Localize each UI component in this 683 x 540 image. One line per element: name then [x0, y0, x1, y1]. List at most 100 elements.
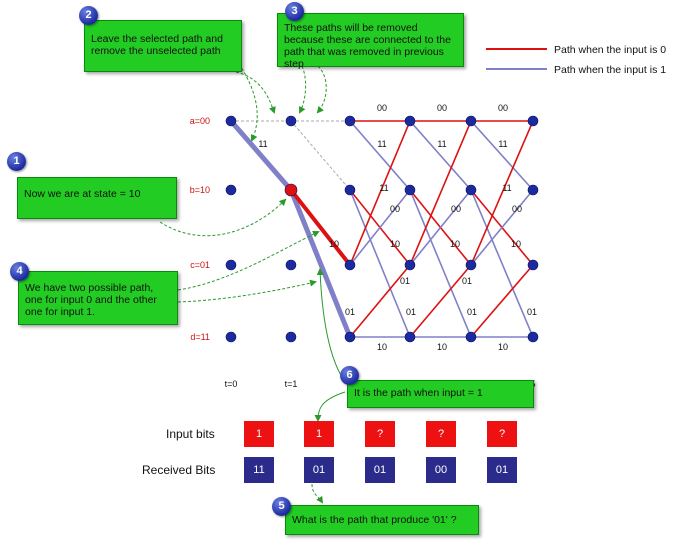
trellis-node — [404, 115, 416, 127]
branch-label: 10 — [377, 342, 387, 352]
branch-label: 11 — [258, 139, 267, 149]
badge-6: 6 — [340, 366, 359, 385]
note-1: Now we are at state = 10 — [17, 177, 177, 219]
state-label: c=01 — [190, 260, 210, 270]
branch-label: 11 — [377, 139, 386, 149]
trellis-node — [344, 184, 356, 196]
trellis-edge — [470, 120, 534, 191]
current-state-node — [284, 183, 298, 197]
received-bits-1: 11 — [244, 457, 274, 483]
note-6-text: It is the path when input = 1 — [354, 387, 483, 399]
note-2-text: Leave the selected path and remove the u… — [91, 33, 223, 57]
trellis-node — [344, 115, 356, 127]
trellis-node — [527, 115, 539, 127]
badge-2: 2 — [79, 6, 98, 25]
input-bit-3: ? — [365, 421, 395, 447]
branch-label: 01 — [400, 276, 410, 286]
input-bit-2: 1 — [304, 421, 334, 447]
callout-arrow-6 — [316, 268, 345, 381]
trellis-edge — [470, 120, 534, 266]
branch-label: 10 — [450, 239, 460, 249]
badge-1: 1 — [7, 152, 26, 171]
note-4-text: We have two possible path, one for input… — [25, 282, 157, 318]
branch-label: 00 — [498, 103, 508, 113]
branch-label: 10 — [329, 239, 339, 249]
note-5: What is the path that produce '01' ? — [285, 505, 479, 535]
branch-label: 10 — [390, 239, 400, 249]
input-bits-label: Input bits — [166, 427, 215, 441]
note-3-text: These paths will be removed because thes… — [284, 22, 451, 70]
branch-label: 01 — [345, 307, 355, 317]
trellis-node — [344, 331, 356, 343]
state-label: b=10 — [190, 185, 210, 195]
branch-label: 00 — [390, 204, 400, 214]
trellis-edges — [349, 120, 534, 338]
trellis-node — [465, 115, 477, 127]
note-2: Leave the selected path and remove the u… — [84, 20, 242, 72]
trellis-node — [285, 259, 297, 271]
received-bits-5: 01 — [487, 457, 517, 483]
trellis-node — [527, 331, 539, 343]
selected-path-input1 — [288, 187, 353, 340]
note-4: We have two possible path, one for input… — [18, 271, 178, 325]
selected-path-input0 — [289, 188, 352, 267]
time-label: t=1 — [285, 379, 298, 389]
trellis-node — [225, 184, 237, 196]
branch-label: 00 — [377, 103, 387, 113]
branch-label: 01 — [467, 307, 477, 317]
badge-3: 3 — [285, 2, 304, 21]
trellis-edge — [349, 189, 411, 266]
legend: Path when the input is 0 Path when the i… — [486, 44, 666, 76]
trellis-nodes — [225, 115, 539, 343]
trellis-edge — [349, 120, 411, 266]
state-label: d=11 — [190, 332, 210, 342]
trellis-edge — [470, 189, 534, 266]
selected-path-input1 — [228, 118, 294, 193]
callout-arrow-2a — [235, 71, 276, 114]
trellis-node — [527, 259, 539, 271]
state-label: a=00 — [190, 116, 210, 126]
branch-label: 10 — [437, 342, 447, 352]
branch-label: 10 — [498, 342, 508, 352]
callout-arrow-2b — [235, 59, 258, 142]
legend-input1-label: Path when the input is 1 — [554, 64, 666, 76]
trellis-edge — [349, 189, 411, 338]
input-bit-1: 1 — [244, 421, 274, 447]
branch-label: 00 — [451, 204, 461, 214]
input-bit-5: ? — [487, 421, 517, 447]
trellis-edge — [349, 264, 411, 338]
trellis-edge — [470, 189, 534, 338]
callout-arrow-1 — [159, 198, 287, 237]
callout-arrow-3a — [316, 65, 327, 114]
branch-label: 01 — [527, 307, 537, 317]
branch-label: 01 — [406, 307, 416, 317]
trellis-edge — [409, 189, 472, 338]
note-5-text: What is the path that produce '01' ? — [292, 514, 457, 526]
received-bits-label: Received Bits — [142, 463, 216, 477]
received-bits-3: 01 — [365, 457, 395, 483]
branch-label: 11 — [498, 139, 507, 149]
selected-path — [228, 118, 353, 340]
trellis-edge — [409, 264, 472, 338]
callout-arrow-4a — [177, 230, 320, 291]
trellis-node — [404, 331, 416, 343]
trellis-node — [404, 259, 416, 271]
trellis-node — [465, 259, 477, 271]
input-bit-4: ? — [426, 421, 456, 447]
trellis-edge — [409, 120, 472, 266]
branch-label: 11 — [437, 139, 446, 149]
callout-arrow-4b — [177, 279, 317, 303]
branch-label: 11 — [379, 183, 388, 193]
callout-arrow-6b — [314, 391, 346, 422]
trellis-node — [465, 184, 477, 196]
removed-paths — [231, 120, 351, 191]
trellis-node — [404, 184, 416, 196]
badge-5: 5 — [272, 497, 291, 516]
trellis-node — [285, 115, 297, 127]
badge-4: 4 — [10, 262, 29, 281]
callout-arrows — [159, 59, 346, 504]
trellis-node — [225, 331, 237, 343]
note-1-text: Now we are at state = 10 — [24, 188, 141, 200]
